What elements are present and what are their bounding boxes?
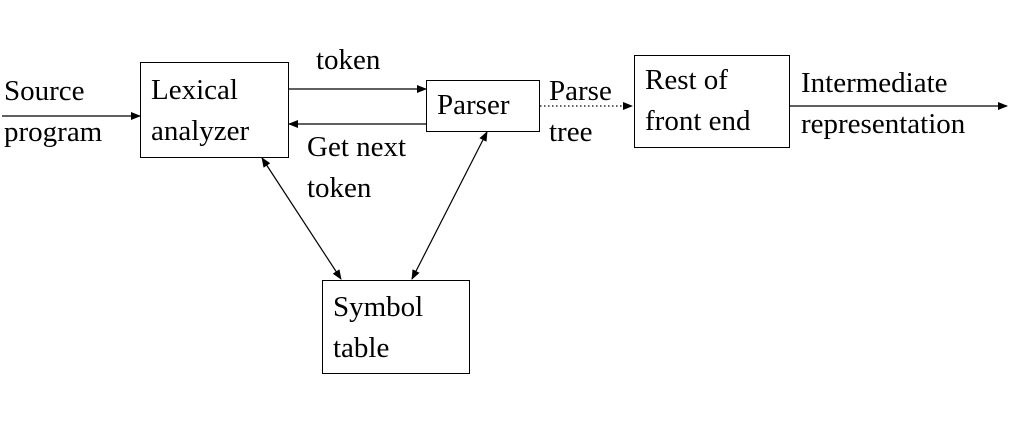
parser-symbol-table-arrow [411,131,488,280]
lexical-analyzer-label-line-1: Lexical [151,74,238,106]
get-next-token-label-line-2: token [307,172,372,204]
rest-of-front-end-label-line-2: front end [645,105,751,137]
rest-of-front-end-box: Rest of front end [634,55,790,148]
token-label-line-1: token [316,44,381,76]
intermediate-representation-label: Intermediate representation [801,63,965,145]
parse-tree-label-line-1: Parse [549,75,612,107]
source-program-label: Source program [4,71,102,153]
source-program-label-line-2: program [4,116,103,148]
get-next-token-label: Get next token [307,127,406,209]
rest-of-front-end-label-line-1: Rest of [645,64,728,96]
lexical-analyzer-label-line-2: analyzer [151,115,250,147]
symbol-table-label-line-2: table [333,332,390,364]
lexer-symbol-table-arrow [261,157,342,280]
parser-box: Parser [426,80,540,132]
intermediate-representation-label-line-2: representation [801,108,966,140]
symbol-table-box: Symbol table [322,280,470,374]
source-program-label-line-1: Source [4,75,85,107]
intermediate-representation-label-line-1: Intermediate [801,67,948,99]
get-next-token-label-line-1: Get next [307,131,407,163]
parse-tree-label: Parse tree [549,71,612,153]
lexical-analyzer-box: Lexical analyzer [140,62,289,158]
parse-tree-label-line-2: tree [549,116,593,148]
token-label: token [316,40,380,81]
parser-label: Parser [437,89,510,121]
symbol-table-label-line-1: Symbol [333,291,424,323]
